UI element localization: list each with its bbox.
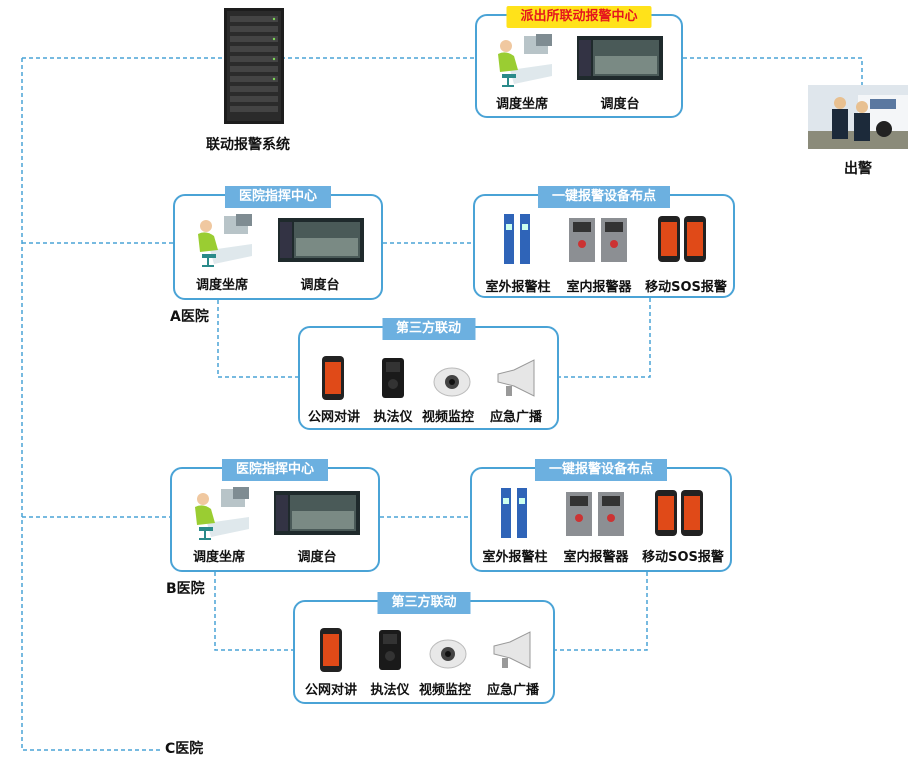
system-label: 联动报警系统 — [206, 137, 290, 153]
b-command-item-label: 调度坐席 — [192, 550, 246, 565]
c-hospital-label: C医院 — [165, 741, 204, 757]
b-third-item-label: 视频监控 — [418, 683, 472, 698]
a-command-item-label: 调度坐席 — [195, 278, 249, 293]
b-alarm-third-line — [555, 572, 648, 651]
workstation-icon — [490, 32, 556, 92]
a-command-center-title: 医院指挥中心 — [224, 186, 332, 208]
trunk-line — [21, 58, 160, 751]
police-item-label: 调度坐席 — [495, 97, 549, 112]
a-third-item-label: 执法仪 — [373, 410, 413, 425]
b-alarm-item-label: 移动SOS报警 — [642, 550, 724, 565]
a-alarm-item-label: 移动SOS报警 — [645, 280, 727, 295]
b-alarm-item-label: 室内报警器 — [563, 550, 629, 565]
b-command-item-label: 调度台 — [297, 550, 337, 565]
a-third-item-label: 视频监控 — [421, 410, 475, 425]
a-command-third-line — [217, 300, 298, 378]
video-surveillance-icon — [432, 358, 472, 402]
a-alarm-item-label: 室外报警柱 — [485, 280, 551, 295]
emergency-broadcast-icon — [494, 358, 540, 402]
workstation-icon — [187, 485, 253, 545]
a-alarm-points-title: 一键报警设备布点 — [537, 186, 671, 208]
mobile-sos-icon — [655, 490, 705, 540]
a-third-item-label: 应急广播 — [489, 410, 543, 425]
dispatch-console-icon — [577, 36, 663, 84]
police-to-dispatch-line — [683, 57, 863, 85]
workstation-icon — [190, 212, 256, 272]
outdoor-alarm-pillar-icon — [500, 214, 536, 268]
police-item-label: 调度台 — [600, 97, 640, 112]
b-third-item-label: 应急广播 — [486, 683, 540, 698]
a-command-item-label: 调度台 — [300, 278, 340, 293]
dispatch-console-icon — [278, 218, 364, 266]
b-alarm-item-label: 室外报警柱 — [482, 550, 548, 565]
police-officers-icon — [808, 85, 908, 153]
b-command-center-title: 医院指挥中心 — [221, 459, 329, 481]
b-third-party-title: 第三方联动 — [377, 592, 471, 614]
a-third-party-title: 第三方联动 — [381, 318, 476, 340]
b-third-item-label: 公网对讲 — [304, 683, 358, 698]
indoor-alarm-icon — [566, 492, 626, 540]
indoor-alarm-icon — [569, 218, 629, 266]
b-hospital-label: B医院 — [166, 581, 205, 597]
video-surveillance-icon — [428, 630, 468, 674]
a-third-item-label: 公网对讲 — [307, 410, 361, 425]
mobile-sos-icon — [658, 216, 708, 266]
outdoor-alarm-pillar-icon — [497, 488, 533, 542]
b-third-item-label: 执法仪 — [370, 683, 410, 698]
dispatch-console-icon — [274, 491, 360, 539]
public-intercom-icon — [320, 628, 342, 676]
a-alarm-item-label: 室内报警器 — [566, 280, 632, 295]
a-hospital-label: A医院 — [170, 309, 209, 325]
public-intercom-icon — [322, 356, 344, 404]
b-alarm-points-title: 一键报警设备布点 — [534, 459, 668, 481]
law-enforcement-recorder-icon — [382, 358, 404, 402]
a-alarm-third-line — [559, 298, 651, 378]
emergency-broadcast-icon — [490, 630, 536, 674]
b-command-third-line — [214, 572, 293, 651]
law-enforcement-recorder-icon — [379, 630, 401, 674]
police-center-title: 派出所联动报警中心 — [506, 6, 652, 28]
server-rack-icon — [224, 8, 284, 128]
dispatch-label: 出警 — [844, 161, 872, 177]
